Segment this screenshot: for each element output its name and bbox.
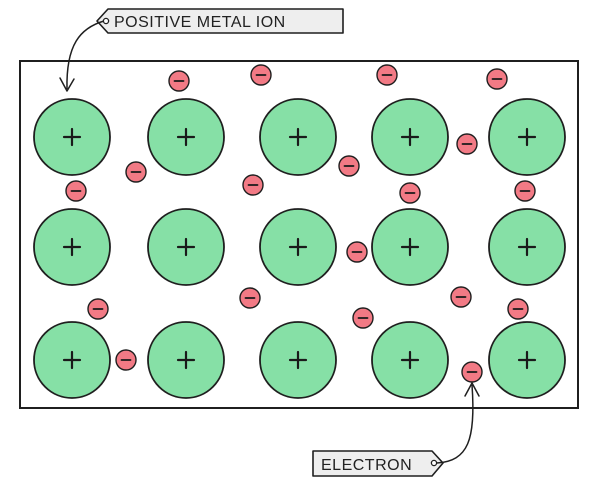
metal-ion bbox=[371, 208, 449, 286]
metal-ion bbox=[33, 321, 111, 399]
plus-icon bbox=[288, 350, 308, 370]
electron bbox=[338, 155, 360, 177]
plus-icon bbox=[176, 237, 196, 257]
electron bbox=[461, 361, 483, 383]
tag-hole-icon bbox=[102, 17, 110, 25]
plus-icon bbox=[517, 127, 537, 147]
metal-ion bbox=[259, 98, 337, 176]
electron bbox=[168, 70, 190, 92]
plus-icon bbox=[400, 350, 420, 370]
tag-shape bbox=[96, 8, 344, 34]
plus-icon bbox=[400, 127, 420, 147]
lattice-boundary bbox=[19, 60, 579, 409]
electron bbox=[486, 68, 508, 90]
metal-ion bbox=[488, 98, 566, 176]
electron bbox=[399, 182, 421, 204]
plus-icon bbox=[62, 127, 82, 147]
plus-icon bbox=[288, 237, 308, 257]
electron bbox=[250, 64, 272, 86]
electron bbox=[376, 64, 398, 86]
electron-label: ELECTRON bbox=[321, 457, 412, 474]
plus-icon bbox=[517, 237, 537, 257]
tag-hole-icon bbox=[430, 459, 438, 467]
metal-ion-layer bbox=[33, 98, 566, 399]
plus-icon bbox=[400, 237, 420, 257]
electron-layer bbox=[65, 64, 536, 383]
metal-ion bbox=[259, 208, 337, 286]
metal-ion bbox=[147, 321, 225, 399]
electron bbox=[239, 287, 261, 309]
plus-icon bbox=[288, 127, 308, 147]
electron bbox=[87, 298, 109, 320]
tag-shape bbox=[312, 450, 444, 477]
electron bbox=[242, 174, 264, 196]
electron-tag: ELECTRON bbox=[312, 382, 480, 477]
electron bbox=[125, 161, 147, 183]
metal-ion bbox=[488, 321, 566, 399]
electron bbox=[450, 286, 472, 308]
positive-metal-ion-tag: POSITIVE METAL ION bbox=[59, 8, 344, 92]
electron-pointer-arrow bbox=[436, 384, 474, 464]
electron bbox=[456, 133, 478, 155]
metal-ion bbox=[259, 321, 337, 399]
electron bbox=[507, 298, 529, 320]
plus-icon bbox=[62, 237, 82, 257]
metal-ion bbox=[371, 321, 449, 399]
plus-icon bbox=[62, 350, 82, 370]
metal-ion bbox=[33, 98, 111, 176]
electron bbox=[352, 307, 374, 329]
metal-ion bbox=[147, 98, 225, 176]
plus-icon bbox=[517, 350, 537, 370]
electron bbox=[514, 180, 536, 202]
metal-ion bbox=[488, 208, 566, 286]
plus-icon bbox=[176, 350, 196, 370]
ion-pointer-arrowhead-icon bbox=[59, 77, 75, 92]
ion-pointer-arrow bbox=[66, 20, 105, 90]
positive-metal-ion-label: POSITIVE METAL ION bbox=[114, 14, 286, 31]
electron-pointer-arrowhead-icon bbox=[464, 382, 480, 397]
metal-ion bbox=[33, 208, 111, 286]
electron bbox=[346, 241, 368, 263]
plus-icon bbox=[176, 127, 196, 147]
electron bbox=[115, 349, 137, 371]
metal-ion bbox=[371, 98, 449, 176]
metal-ion bbox=[147, 208, 225, 286]
electron bbox=[65, 180, 87, 202]
